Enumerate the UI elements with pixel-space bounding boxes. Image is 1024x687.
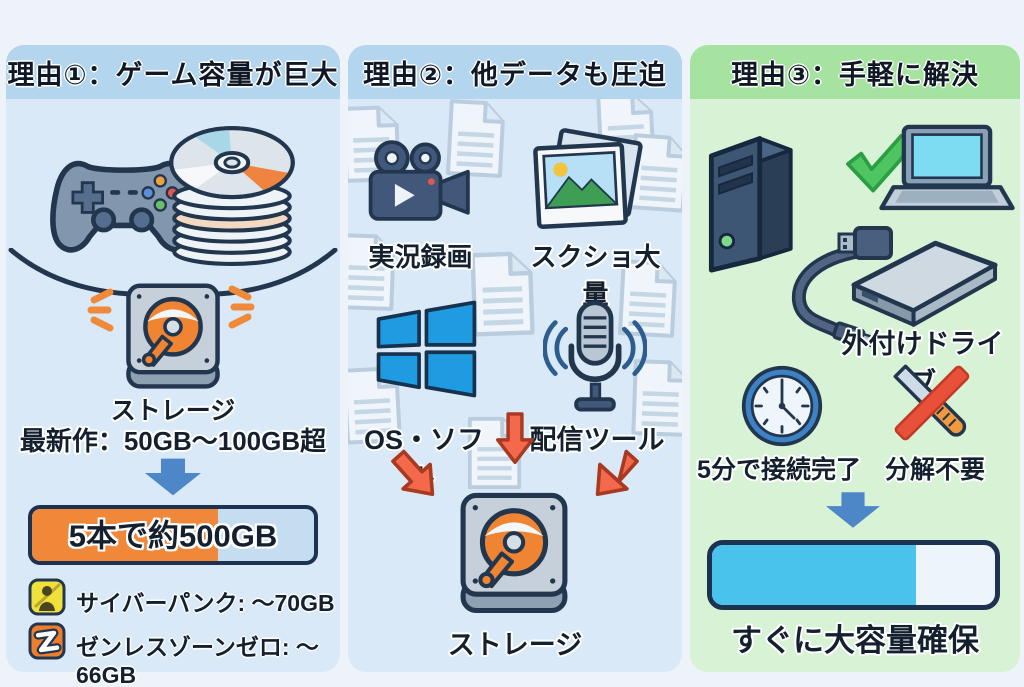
clock-icon [741,365,823,447]
capacity-bar-result [707,540,1000,610]
red-arrow-down-icon [496,412,534,465]
panel-2-storage-label: ストレージ [447,630,583,660]
disc-stack-icon [169,126,295,266]
game-size-cyberpunk: サイバーパンク: 〜70GB [76,590,335,616]
result-label: すぐに大容量確保 [731,623,979,658]
panel-3-title: 理由③：手軽に解決 [690,45,1020,99]
video-camera-icon [368,140,470,221]
panel-reason-3: 理由③：手軽に解決 [690,45,1020,672]
capacity-bar-games: 5本で約500GB [28,505,318,565]
down-arrow-icon [826,492,880,528]
burst-icon [228,285,255,329]
capacity-bar-games-label: 5本で約500GB [68,518,278,554]
windows-logo-icon [376,300,477,398]
red-arrow-left-icon [391,449,435,497]
hdd-icon [126,283,220,389]
capacity-bar-result-fill [712,545,916,605]
checkmark-icon [846,134,915,193]
game-controller-icon [50,160,198,253]
external-drive-icon [851,240,998,327]
laptop-icon [879,124,1015,211]
cyberpunk-game-icon [28,578,66,616]
usb-cable-icon [791,226,893,348]
recording-label: 実況録画 [368,242,473,272]
zzz-game-icon [28,622,66,660]
pc-tower-icon [708,136,793,273]
red-arrow-right-icon [595,449,639,497]
capacity-bar-games-fill [32,509,219,561]
down-arrow-icon [145,458,201,496]
panel-2-title: 理由②：他データも圧迫 [348,45,682,99]
panel-reason-1: 理由①：ゲーム容量が巨大 [6,45,340,687]
game-size-zzz: ゼンレスゾーンゼロ: 〜66GB [76,634,319,687]
burst-icon [87,288,114,332]
microphone-icon [543,300,647,412]
panel-1-title: 理由①：ゲーム容量が巨大 [6,45,340,99]
quick-connect-label: 5分で接続完了 [697,456,861,484]
panel-1-storage-label: ストレージ [110,397,236,425]
photos-icon [533,128,643,230]
streaming-tools-label: 配信ツール [529,425,665,455]
no-disassembly-label: 分解不要 [884,456,985,484]
panel-reason-2: 理由②：他データも圧迫 実況録画 スクショ大量 [348,45,682,672]
no-disassembly-icon [893,364,970,441]
panel-1-size-note: 最新作：50GB〜100GB超 [19,426,327,456]
hdd-icon [460,492,568,614]
